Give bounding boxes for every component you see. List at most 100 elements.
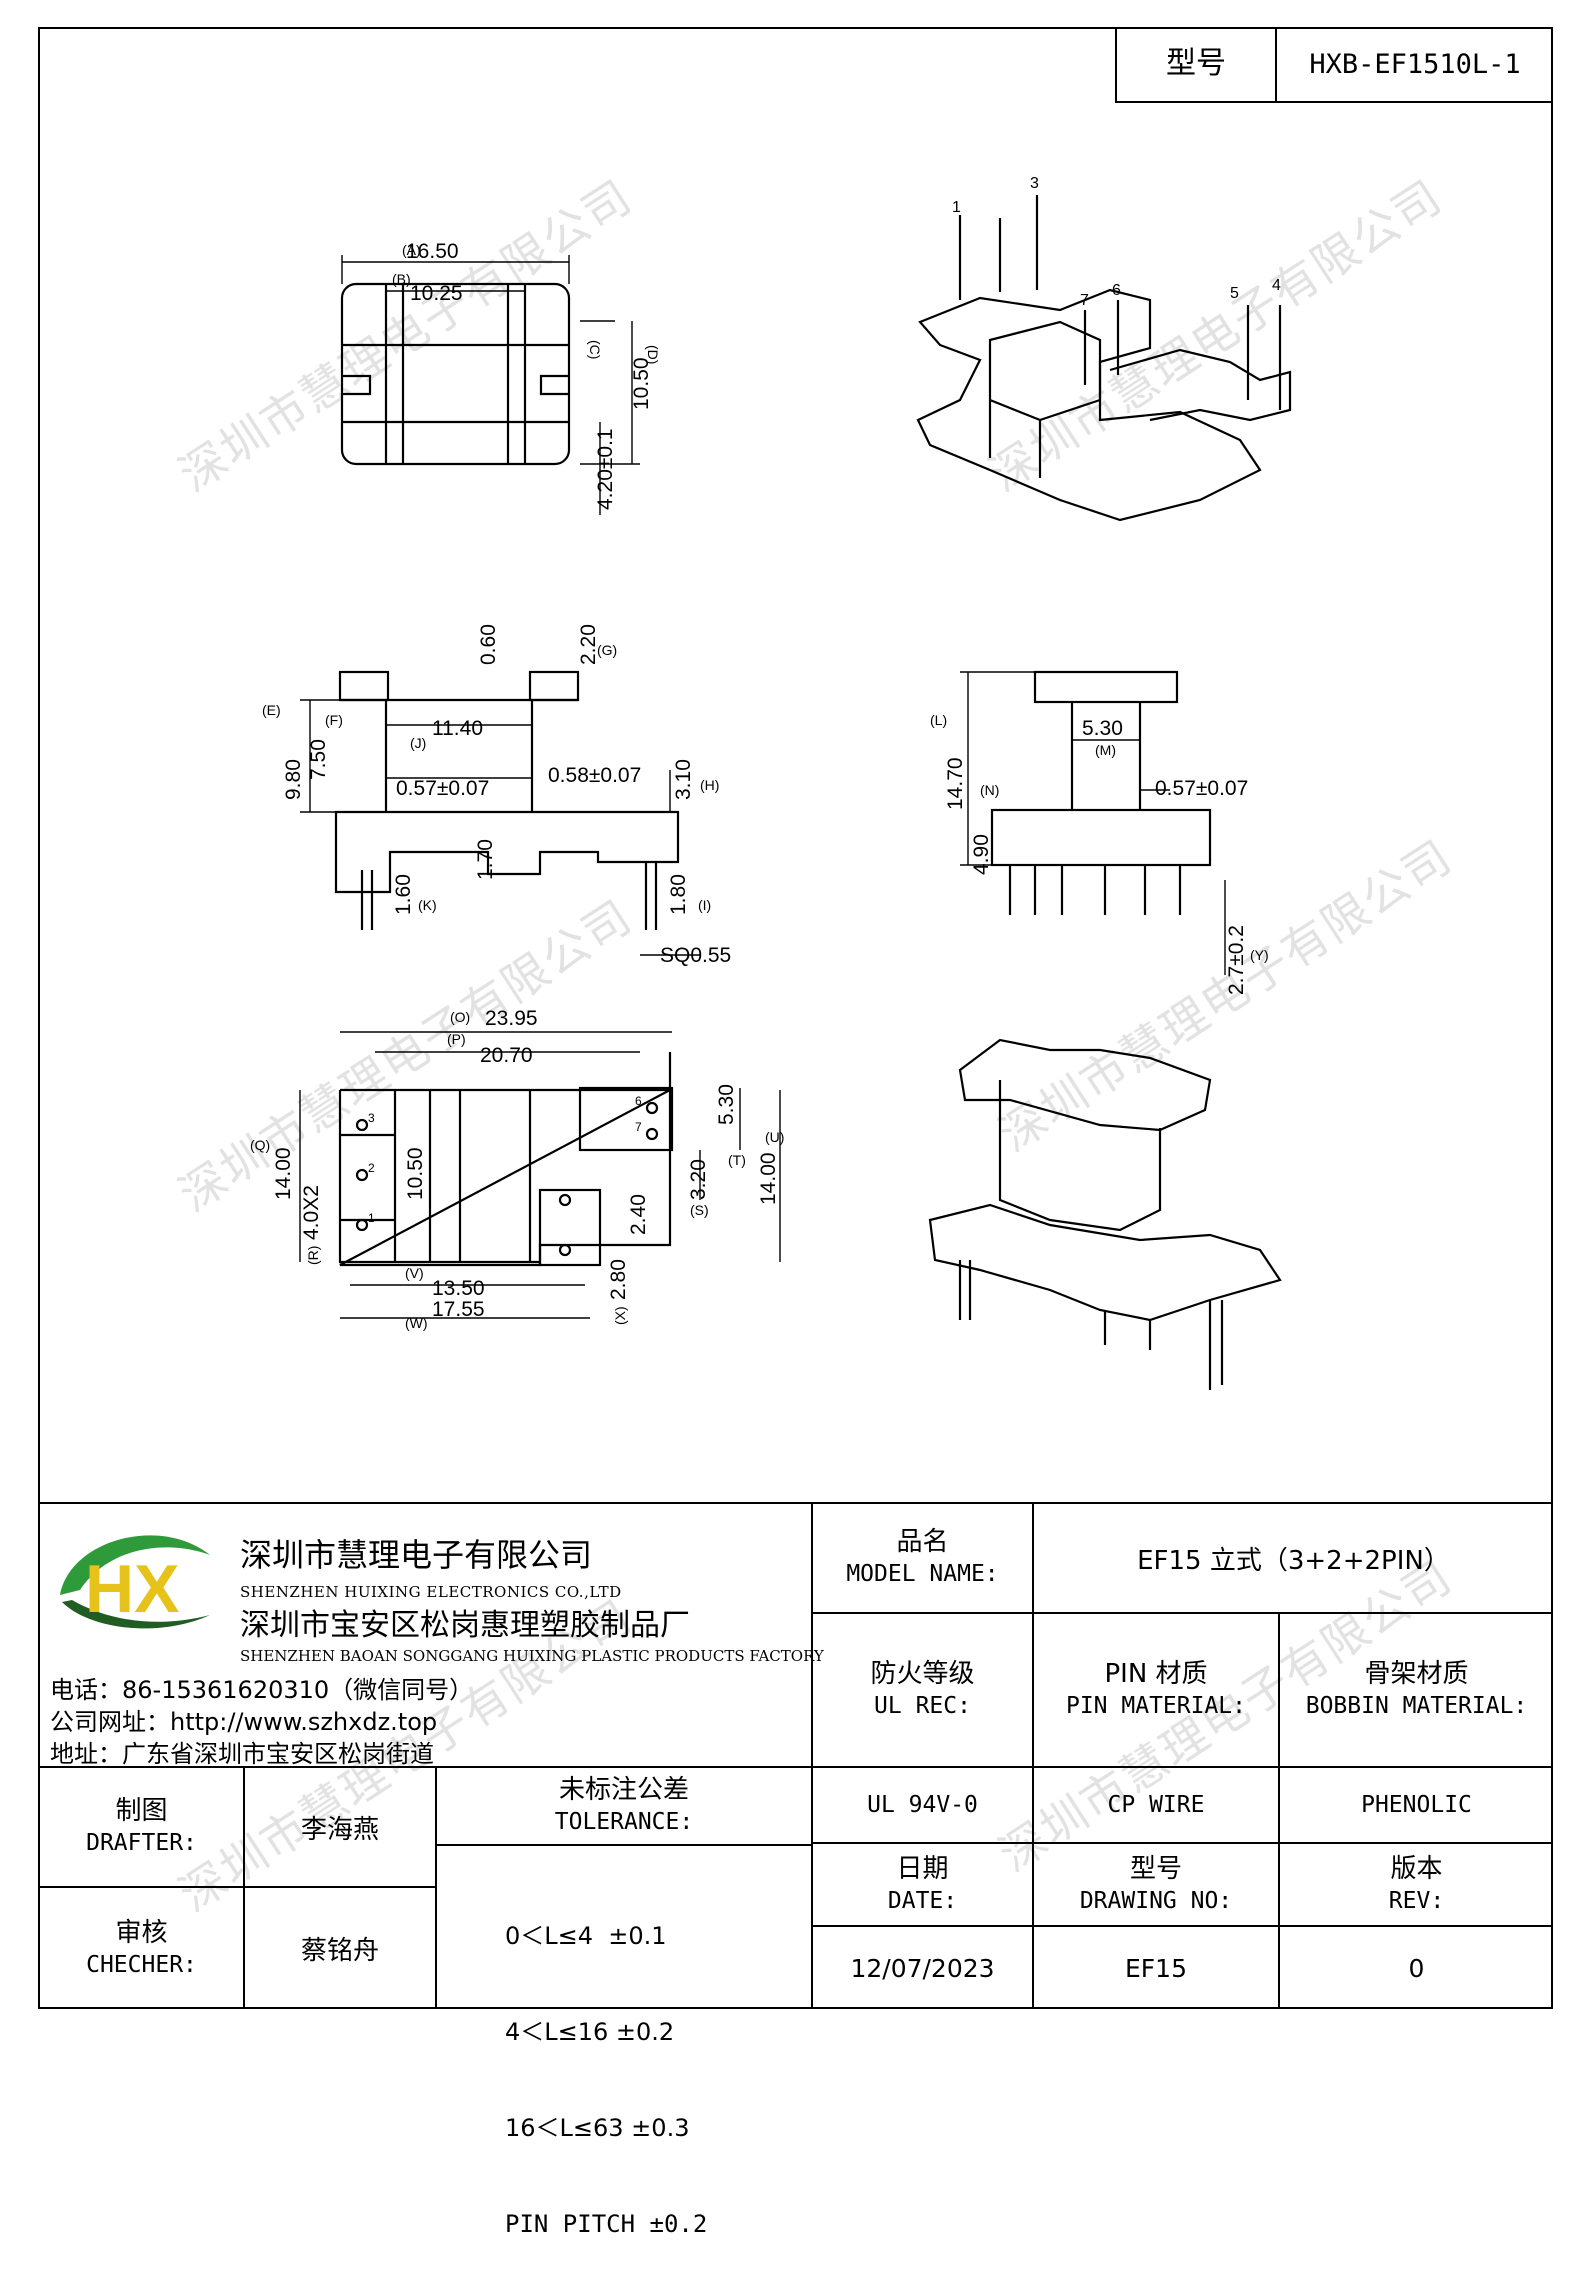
front-view [300,670,700,956]
drafter-value: 李海燕 [300,1814,379,1845]
left-row-line-1 [38,1886,437,1888]
row-line-4 [811,1925,1553,1927]
date-label-en: DATE: [887,1887,958,1914]
address: 地址：广东省深圳市宝安区松岗街道 [50,1740,434,1768]
dim-bottom: 4.20±0.1 [594,428,617,510]
date-value: 12/07/2023 [850,1953,995,1983]
dim-mid-bottom: 10.50 [404,1147,427,1200]
dim-F: 7.50 [307,739,330,780]
dim-W: 2.80 [607,1259,630,1300]
dim-N: 4.90 [970,834,993,875]
dim-Y-label: (Y) [1250,947,1269,963]
bobbin-material-value: PHENOLIC [1361,1792,1472,1818]
bottom-pin-3: 3 [368,1111,375,1125]
pin-label-en: PIN MATERIAL: [1065,1693,1246,1719]
drawing-label-en: DRAWING NO: [1079,1887,1233,1914]
bottom-pin-2: 2 [368,1161,375,1175]
dim-A-label: (A) [402,242,421,258]
dim-E-label: (E) [262,702,281,718]
product-name-label-cn: 品名 [896,1527,949,1557]
dim-S: 3.20 [687,1159,710,1200]
dim-Q-label: (Q) [250,1137,270,1153]
checker-label-cn: 审核 [115,1917,168,1948]
company-logo: HX [60,1535,210,1629]
dim-M-label: (M) [1095,742,1116,758]
bottom-pin-6: 6 [635,1094,642,1108]
rev-value: 0 [1408,1953,1425,1983]
dim-w2: 0.57±0.07 [396,777,489,800]
bottom-pin-7: 7 [635,1120,642,1134]
col-line-2 [1032,1502,1034,2009]
fire-label-cn: 防火等级 [870,1659,975,1689]
dim-R: 4.0X2 [300,1185,323,1240]
dim-I: 1.80 [667,874,690,915]
dim-S-label: (S) [690,1202,709,1218]
model-label: 型号 [1117,27,1277,101]
dim-Wb: 17.55 [432,1298,485,1321]
dim-U: 14.00 [757,1152,780,1205]
dim-D: 10.50 [630,357,653,410]
pin-material-value: CP WIRE [1107,1792,1205,1818]
dim-D-label: (D) [645,345,661,364]
dim-F-label: (F) [325,712,343,728]
fire-rating-label: 防火等级 UL REC: [813,1614,1032,1766]
phone: 电话：86-15361620310（微信同号） [50,1676,474,1704]
logo-letters: HX [85,1551,179,1627]
company-name-cn: 深圳市慧理电子有限公司 [240,1536,593,1574]
rev-label-cn: 版本 [1390,1853,1443,1884]
drafter-label: 制图 DRAFTER: [40,1768,243,1886]
date-label: 日期 DATE: [813,1844,1032,1925]
tolerance-values: 0＜L≤4 ±0.1 4＜L≤16 ±0.2 16＜L≤63 ±0.3 PIN … [505,1856,805,2238]
dim-X-label: (X) [612,1306,628,1325]
drawing-no-label: 型号 DRAWING NO: [1034,1844,1278,1925]
dim-O-label: (O) [450,1009,470,1025]
dim-K-label: (K) [418,897,437,913]
dim-Wb-label: (W) [405,1315,428,1331]
title-block-top-rule [38,1502,1553,1504]
iso-pin-1: 1 [952,199,961,216]
drafter-label-en: DRAFTER: [86,1830,197,1856]
left-row-line-2 [435,1844,813,1846]
bobbin-material-label: 骨架材质 BOBBIN MATERIAL: [1280,1614,1553,1766]
dim-sq: SQ0.55 [660,944,731,967]
rev-label-en: REV: [1388,1887,1445,1914]
model-box: 型号 HXB-EF1510L-1 [1115,27,1553,103]
dim-B-label: (B) [392,271,411,287]
dim-R-label: (R) [305,1246,321,1265]
tolerance-label: 未标注公差 TOLERANCE: [437,1768,811,1844]
drafter-label-cn: 制图 [115,1796,168,1826]
product-name-label-en: MODEL NAME: [846,1561,999,1587]
dim-J: 11.40 [432,717,483,740]
dim-T: 5.30 [715,1084,738,1125]
checker-label: 审核 CHECHER: [40,1888,243,2009]
product-name-value: EF15 立式（3+2+2PIN） [1137,1545,1450,1576]
pin-material-label: PIN 材质 PIN MATERIAL: [1034,1614,1278,1766]
dim-A: 16.50 [406,240,459,263]
dim-O: 23.95 [485,1007,538,1030]
top-view [340,255,640,515]
iso-view-top [916,195,1292,522]
factory-name-cn: 深圳市宝安区松岗惠理塑胶制品厂 [240,1608,690,1643]
dim-X: 2.40 [627,1194,650,1235]
dim-I-label: (I) [698,897,711,913]
factory-name-en: SHENZHEN BAOAN SONGGANG HUIXING PLASTIC … [240,1647,824,1665]
dim-B: 10.25 [410,282,463,305]
drawing-frame [38,27,1553,2009]
dim-V: 13.50 [432,1277,485,1300]
tolerance-line: 0＜L≤4 ±0.1 [505,1922,667,1950]
drawing-label-cn: 型号 [1129,1853,1182,1884]
dim-side-w: 0.57±0.07 [1155,777,1248,800]
dim-J-label: (J) [410,735,426,751]
row-line-3 [811,1842,1553,1844]
dim-P: 20.70 [480,1044,533,1067]
dim-H: 3.10 [672,759,695,800]
row-line-1 [811,1612,1553,1614]
company-name-en: SHENZHEN HUIXING ELECTRONICS CO.,LTD [240,1583,622,1601]
bottom-pin-1: 1 [368,1211,375,1225]
dim-U-label: (U) [765,1129,784,1145]
bobbin-label-en: BOBBIN MATERIAL: [1305,1693,1528,1719]
row-line-2 [38,1766,1553,1768]
dim-L-label: (L) [930,712,947,728]
iso-pin-4: 4 [1272,277,1281,294]
rev-label: 版本 REV: [1280,1844,1553,1925]
